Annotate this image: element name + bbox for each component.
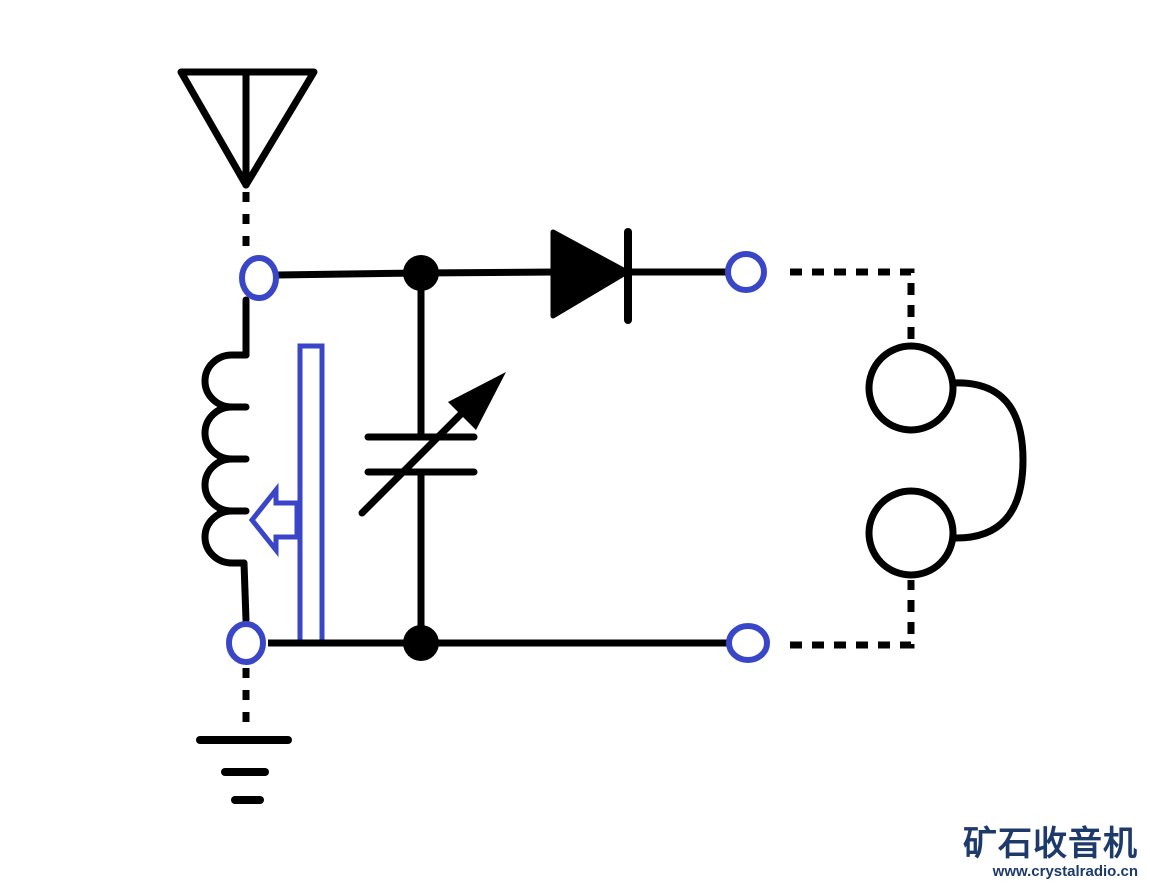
ferrite-rod-icon xyxy=(248,343,325,647)
watermark-title: 矿石收音机 xyxy=(963,824,1138,864)
ground-icon xyxy=(196,736,292,804)
terminal-output-bottom xyxy=(726,623,770,663)
headphone-lead-top-dashed xyxy=(790,268,915,342)
headphone-lead-bottom-dashed xyxy=(790,580,915,649)
top-wire xyxy=(276,269,421,279)
headphones-icon xyxy=(865,342,1027,579)
terminal-antenna xyxy=(239,255,279,301)
junction-dot-top xyxy=(403,255,439,291)
terminal-ground xyxy=(226,621,266,665)
ferrite-arrow-icon xyxy=(248,482,300,558)
antenna-icon xyxy=(177,68,318,189)
watermark: 矿石收音机 www.crystalradio.cn xyxy=(963,825,1138,881)
watermark-url: www.crystalradio.cn xyxy=(992,863,1138,880)
junction-dot-bottom xyxy=(403,625,439,661)
inductor-icon xyxy=(201,296,250,624)
diode-icon xyxy=(550,228,632,324)
top-wire-to-diode xyxy=(419,268,557,277)
terminal-output-top xyxy=(725,251,767,293)
variable-capacitor-icon xyxy=(358,372,506,517)
